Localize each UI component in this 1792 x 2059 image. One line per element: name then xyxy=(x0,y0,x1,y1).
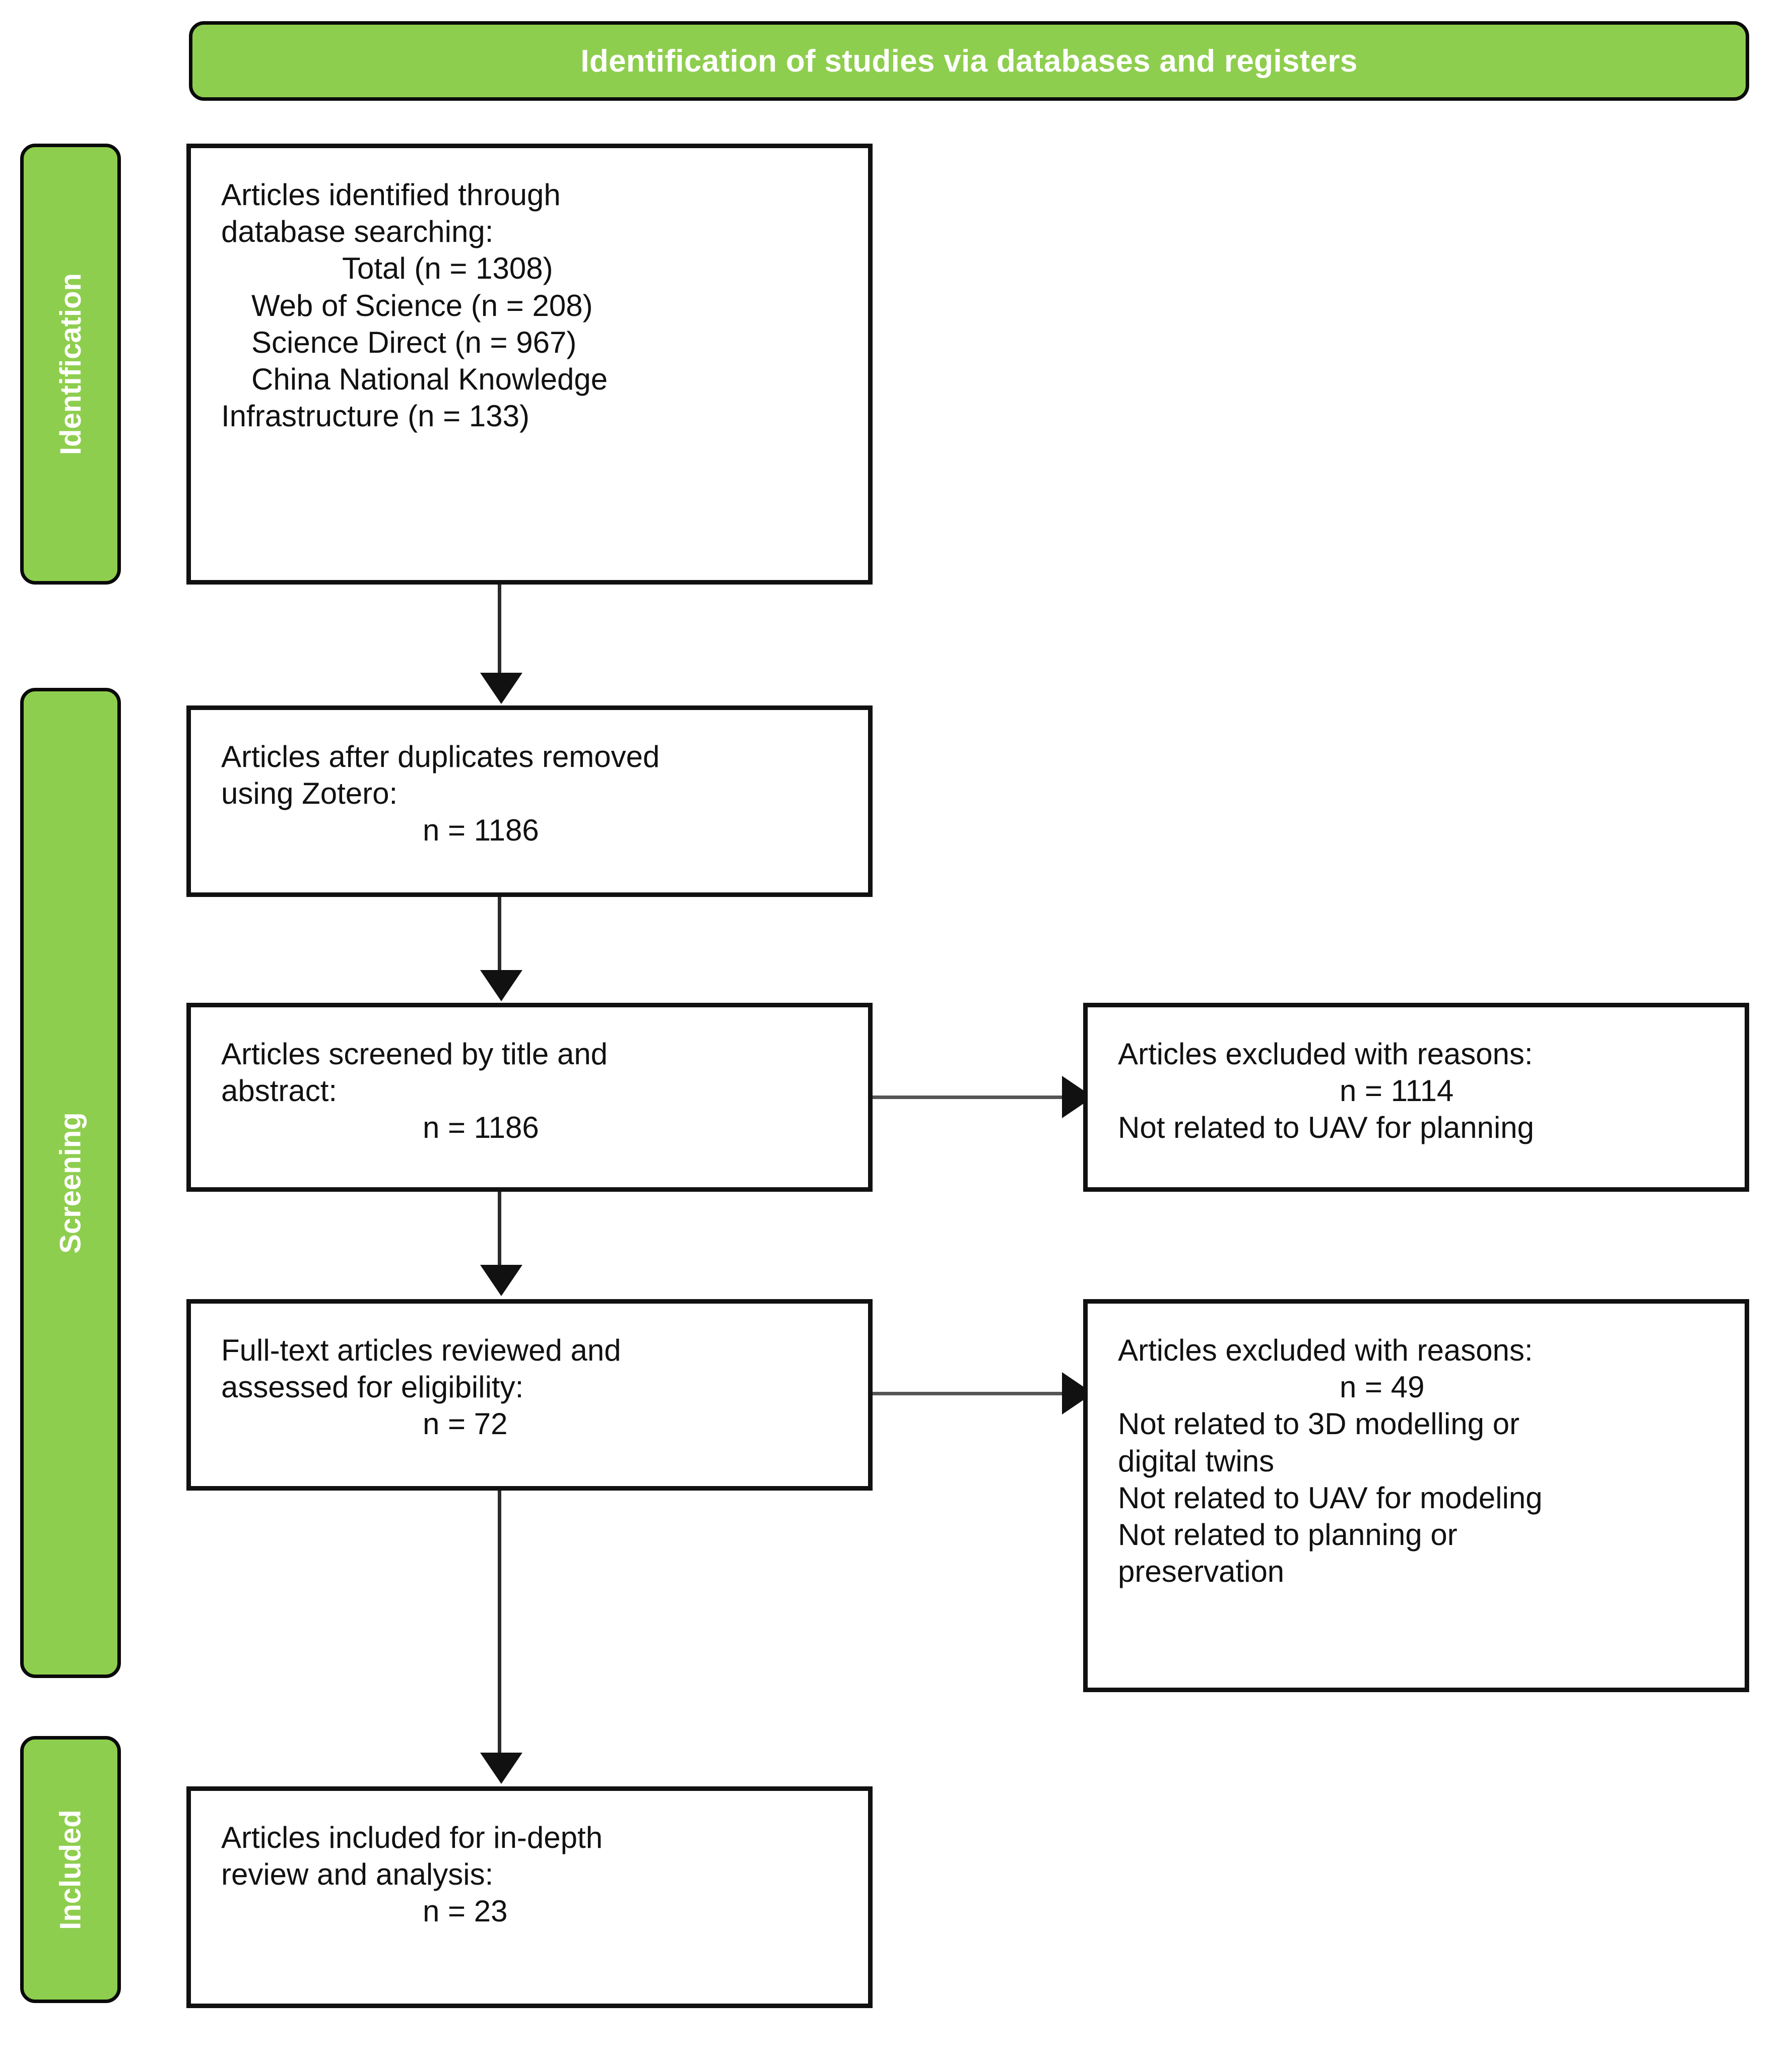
box-line-count: n = 72 xyxy=(423,1407,508,1441)
arrowhead-down-icon xyxy=(480,1753,522,1784)
box-line: review and analysis: xyxy=(221,1857,494,1892)
box-excluded-screening: Articles excluded with reasons: n = 1114… xyxy=(1083,1003,1749,1192)
box-line-count: n = 1114 xyxy=(1340,1074,1454,1108)
connector-line-screened-to-fulltext xyxy=(498,1192,501,1267)
box-line: Web of Science (n = 208) xyxy=(251,288,593,323)
box-line: Total (n = 1308) xyxy=(342,251,553,286)
arrowhead-down-icon xyxy=(480,970,522,1001)
box-articles-included: Articles included for in-depth review an… xyxy=(186,1786,873,2008)
box-articles-identified: Articles identified through database sea… xyxy=(186,144,873,585)
box-line: Articles excluded with reasons: xyxy=(1118,1037,1533,1071)
connector-line-duplicates-to-screened xyxy=(498,897,501,973)
box-duplicates-removed: Articles after duplicates removed using … xyxy=(186,705,873,897)
box-line: Articles screened by title and xyxy=(221,1037,608,1071)
box-line-count: n = 49 xyxy=(1340,1370,1425,1404)
stage-label-included: Included xyxy=(54,1809,87,1930)
header-bar: Identification of studies via databases … xyxy=(189,21,1749,101)
connector-line-screened-to-excluded xyxy=(873,1096,1064,1099)
box-line: Articles included for in-depth xyxy=(221,1821,603,1854)
stage-label-screening: Screening xyxy=(54,1112,87,1254)
box-line: Infrastructure (n = 133) xyxy=(221,399,529,433)
box-line: digital twins xyxy=(1118,1444,1275,1478)
header-title: Identification of studies via databases … xyxy=(580,43,1358,79)
box-line: using Zotero: xyxy=(221,777,398,811)
box-line: Articles after duplicates removed xyxy=(221,740,660,774)
box-excluded-eligibility: Articles excluded with reasons: n = 49 N… xyxy=(1083,1299,1749,1692)
box-fulltext-reviewed: Full-text articles reviewed and assessed… xyxy=(186,1299,873,1491)
box-line: China National Knowledge xyxy=(251,362,608,396)
box-line: Not related to planning or xyxy=(1118,1517,1457,1552)
box-line: abstract: xyxy=(221,1074,338,1108)
box-line: preservation xyxy=(1118,1555,1285,1589)
stage-bar-screening: Screening xyxy=(20,688,121,1678)
box-line-count: n = 23 xyxy=(423,1894,508,1928)
box-line: database searching: xyxy=(221,215,494,249)
box-line: Full-text articles reviewed and xyxy=(221,1333,621,1367)
box-line: Not related to UAV for planning xyxy=(1118,1111,1535,1145)
stage-label-identification: Identification xyxy=(54,273,87,455)
stage-bar-identification: Identification xyxy=(20,144,121,585)
connector-line-fulltext-to-included xyxy=(498,1491,501,1755)
box-line: Science Direct (n = 967) xyxy=(251,325,577,359)
box-line-count: n = 1186 xyxy=(423,813,539,848)
arrowhead-down-icon xyxy=(480,1265,522,1296)
box-articles-screened: Articles screened by title and abstract:… xyxy=(186,1003,873,1192)
connector-line-identified-to-duplicates xyxy=(498,585,501,675)
box-line: Not related to UAV for modeling xyxy=(1118,1481,1543,1515)
box-line-count: n = 1186 xyxy=(423,1111,539,1145)
box-line: Articles identified through xyxy=(221,178,561,212)
stage-bar-included: Included xyxy=(20,1736,121,2003)
box-line: assessed for eligibility: xyxy=(221,1370,524,1404)
box-line: Articles excluded with reasons: xyxy=(1118,1333,1533,1367)
connector-line-fulltext-to-excluded xyxy=(873,1392,1064,1395)
arrowhead-down-icon xyxy=(480,673,522,704)
box-line: Not related to 3D modelling or xyxy=(1118,1407,1520,1441)
